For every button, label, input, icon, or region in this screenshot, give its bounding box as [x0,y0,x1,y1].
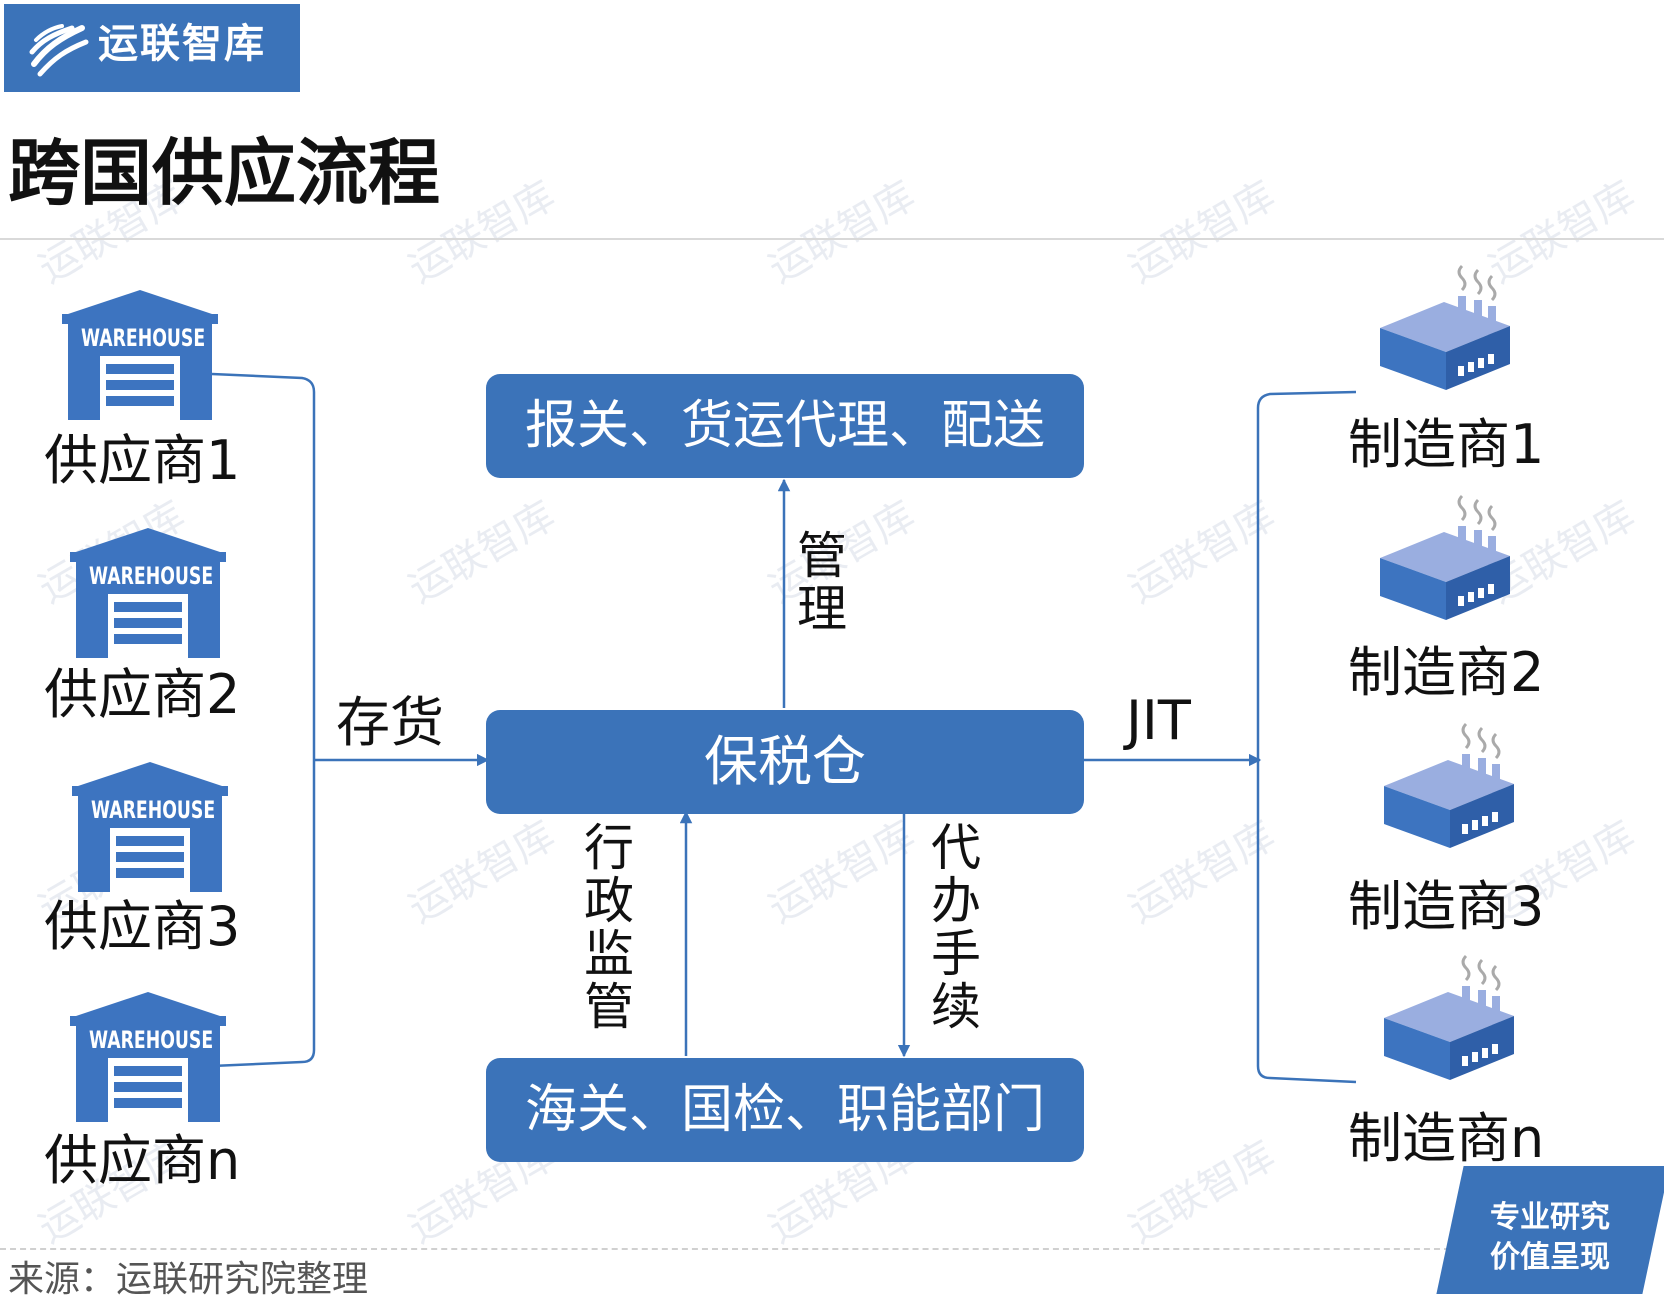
slogan-line: 价值呈现 [1490,1240,1610,1275]
customs-logistics-box: 报关、货运代理、配送 [486,374,1084,478]
edge-label-admin-supervision: 行政监管 [584,819,634,1036]
factory-icon [1380,494,1510,620]
warehouse-text: WAREHOUSE [88,1026,214,1054]
warehouse-icon: WAREHOUSE [66,990,230,1122]
supplier-label: 供应商n [44,1129,241,1192]
brand-swirl-icon [29,24,89,77]
footer-divider [0,1248,1450,1250]
warehouse-text: WAREHOUSE [80,324,206,352]
edge-label-procedures: 代办手续 [931,819,981,1036]
edge-label-inventory: 存货 [336,691,444,754]
brand-name: 运联智库 [98,21,266,67]
warehouse-icon: WAREHOUSE [68,760,232,892]
manufacturer-label: 制造商1 [1348,413,1545,476]
supplier-label: 供应商3 [44,895,241,958]
regulators-box: 海关、国检、职能部门 [486,1058,1084,1162]
source-note: 来源：运联研究院整理 [8,1259,369,1300]
factory-icon [1380,264,1510,390]
manufacturer-label: 制造商3 [1348,875,1545,938]
divider [0,238,1664,240]
slogan-line: 专业研究 [1490,1200,1610,1235]
page-title: 跨国供应流程 [8,131,441,215]
factory-icon [1384,954,1514,1080]
warehouse-icon: WAREHOUSE [58,288,222,420]
warehouse-icon: WAREHOUSE [66,526,230,658]
manufacturer-label: 制造商2 [1348,641,1545,704]
bonded-warehouse-box: 保税仓 [486,710,1084,814]
supplier-label: 供应商2 [44,663,241,726]
warehouse-text: WAREHOUSE [90,796,216,824]
manufacturer-label: 制造商n [1348,1107,1545,1170]
supplier-label: 供应商1 [44,429,241,492]
warehouse-text: WAREHOUSE [88,562,214,590]
edge-label-manage: 管理 [797,527,847,638]
edge-label-jit: JIT [1126,689,1191,752]
factory-icon [1384,722,1514,848]
slogan-text: 专业研究 价值呈现 [1470,1198,1630,1278]
